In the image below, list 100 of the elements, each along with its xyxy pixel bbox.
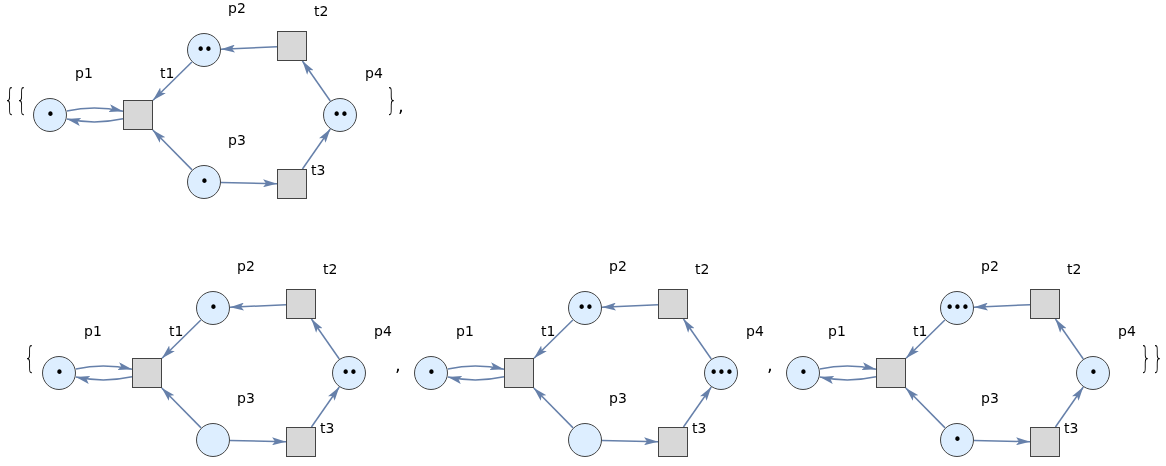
transition-box — [123, 100, 153, 130]
arrow — [601, 302, 659, 311]
place-circle — [1076, 356, 1110, 390]
node-label: t1 — [913, 323, 928, 339]
token-dots: • — [209, 300, 217, 316]
arrow — [229, 437, 287, 446]
node-label: p2 — [228, 0, 246, 16]
arrow — [161, 387, 202, 429]
node-label: p3 — [981, 390, 999, 406]
transition-box — [504, 358, 534, 388]
node-label: t2 — [1067, 261, 1082, 277]
arrow — [533, 387, 574, 429]
arrow — [66, 104, 124, 113]
token-dots: •• — [332, 107, 348, 123]
token-dots: • — [427, 365, 435, 381]
node-label: t3 — [320, 420, 335, 436]
place-circle — [323, 98, 357, 132]
token-dots: • — [55, 365, 63, 381]
transition-box — [286, 289, 316, 319]
arrow — [1054, 386, 1085, 428]
arrow — [75, 362, 133, 371]
node-label: t3 — [692, 420, 707, 436]
place-circle — [940, 423, 974, 457]
token-dots: ••• — [945, 300, 969, 316]
arrow — [973, 302, 1031, 311]
transition-box — [658, 427, 688, 457]
arrow — [301, 60, 332, 102]
node-label: p4 — [746, 323, 764, 339]
arrow — [819, 362, 877, 371]
token-dots: • — [200, 174, 208, 190]
node-label: p1 — [828, 323, 846, 339]
node-label: p2 — [237, 258, 255, 274]
arrow — [533, 319, 574, 359]
arrow — [601, 437, 659, 446]
token-dots: • — [1089, 365, 1097, 381]
place-circle — [187, 33, 221, 67]
token-dots: ••• — [709, 365, 733, 381]
place-circle — [196, 291, 230, 325]
node-label: p3 — [237, 390, 255, 406]
token-dots: • — [953, 432, 961, 448]
node-label: p1 — [84, 323, 102, 339]
token-dots: •• — [196, 42, 212, 58]
arrow — [973, 437, 1031, 446]
token-dots: • — [799, 365, 807, 381]
brace: { — [16, 82, 28, 118]
transition-box — [1030, 427, 1060, 457]
transition-box — [876, 358, 906, 388]
arrow — [220, 44, 278, 53]
brace: } — [386, 82, 398, 118]
place-circle — [414, 356, 448, 390]
token-dots: • — [46, 107, 54, 123]
comma: , — [767, 355, 773, 375]
node-label: t2 — [314, 3, 329, 19]
token-dots: •• — [341, 365, 357, 381]
transition-box — [277, 31, 307, 61]
transition-box — [658, 289, 688, 319]
place-circle — [332, 356, 366, 390]
arrow — [1054, 318, 1085, 360]
arrow — [161, 319, 202, 359]
brace: } — [1152, 340, 1164, 376]
arrow — [310, 386, 341, 428]
brace: { — [24, 340, 36, 376]
comma: , — [395, 355, 401, 375]
arrow — [229, 302, 287, 311]
node-label: t2 — [695, 261, 710, 277]
transition-box — [132, 358, 162, 388]
arrow — [152, 129, 193, 171]
transition-box — [286, 427, 316, 457]
place-circle — [940, 291, 974, 325]
arrow — [66, 117, 124, 126]
node-label: t1 — [541, 323, 556, 339]
arrow — [301, 128, 332, 170]
place-circle — [196, 423, 230, 457]
arrow — [905, 319, 946, 359]
node-label: p3 — [228, 132, 246, 148]
arrow — [310, 318, 341, 360]
transition-box — [1030, 289, 1060, 319]
place-circle — [33, 98, 67, 132]
node-label: t1 — [160, 65, 175, 81]
arrow — [682, 318, 713, 360]
arrow — [220, 179, 278, 188]
node-label: p3 — [609, 390, 627, 406]
comma: , — [398, 96, 404, 116]
place-circle — [42, 356, 76, 390]
brace: } — [1140, 340, 1152, 376]
place-circle — [568, 423, 602, 457]
node-label: p1 — [456, 323, 474, 339]
place-circle — [704, 356, 738, 390]
node-label: p4 — [1118, 323, 1136, 339]
token-dots: •• — [577, 300, 593, 316]
node-label: p4 — [365, 65, 383, 81]
node-label: t1 — [169, 323, 184, 339]
place-circle — [786, 356, 820, 390]
place-circle — [568, 291, 602, 325]
arrow — [152, 61, 193, 101]
node-label: p2 — [609, 258, 627, 274]
node-label: p1 — [75, 65, 93, 81]
node-label: t3 — [1064, 420, 1079, 436]
arrow — [447, 362, 505, 371]
arrow — [447, 375, 505, 384]
